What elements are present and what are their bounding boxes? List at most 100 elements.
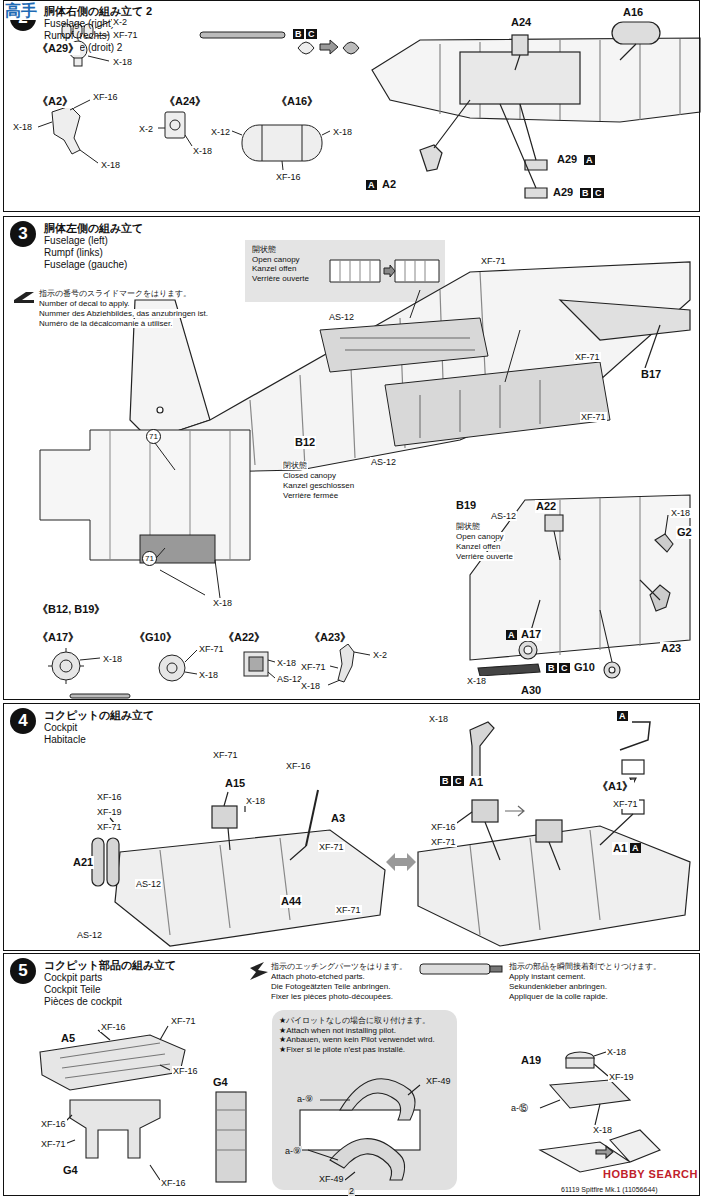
paint-code: XF-71 — [96, 822, 123, 832]
part-number: 《B12, B19》 — [36, 603, 106, 616]
paint-code: XF-71 — [300, 662, 327, 672]
paint-code: XF-16 — [160, 1178, 187, 1188]
cockpit-tub-left-shape — [115, 830, 385, 946]
note-text: Habitacle — [44, 734, 695, 746]
step-title: コクピットの組み立て — [44, 709, 695, 722]
part-tree-letter: B — [293, 29, 304, 39]
paint-code: XF-19 — [608, 1072, 635, 1082]
note-text: ★Anbauen, wenn kein Pilot verwendet wird… — [279, 1035, 452, 1045]
decal-note-icon-shape — [14, 292, 34, 303]
paint-code: AS-12 — [328, 312, 355, 322]
paint-code: Die Fotogeätzten Teile anbringen. — [270, 982, 392, 991]
step2-parts-shape — [200, 32, 285, 38]
part-number: B12 — [294, 436, 316, 449]
part-number: A15 — [224, 777, 246, 790]
cockpit-side-detail-shape — [528, 515, 668, 662]
note-text: Fuselage (right) 2 — [44, 18, 695, 30]
paint-code: XF-71 — [580, 412, 607, 422]
fuselage-right-half-shape — [440, 39, 680, 121]
pilot-harness-shape — [308, 1085, 420, 1180]
cockpit-side-detail — [470, 495, 690, 678]
part-tree-letter: C — [453, 776, 464, 786]
part-number: A16 — [622, 6, 644, 19]
note-text: Verrière ouverte — [252, 274, 440, 284]
paint-code: X-12 — [210, 127, 231, 137]
paint-code: X-18 — [592, 1125, 613, 1135]
step3-small-parts-shape — [268, 660, 275, 662]
fuselage-right-half-shape — [512, 35, 528, 55]
part-tree-letter: C — [306, 29, 317, 39]
paint-code: XF-71 — [198, 644, 225, 654]
step3-small-parts-shape — [48, 648, 84, 684]
seat-frame-shape — [216, 1092, 246, 1182]
decal-note-icon — [14, 292, 34, 303]
part-tree-letter: A — [630, 843, 641, 853]
step-title: 胴体左側の組み立て — [44, 222, 695, 235]
cockpit-tub-left-shape — [306, 790, 318, 846]
paint-code: X-18 — [428, 714, 449, 724]
step2-parts-shape — [170, 120, 180, 130]
watermark: HOBBY SEARCH — [602, 1168, 699, 1181]
open-canopy-inset: 開状態Open canopyKanzel offenVerrière ouver… — [246, 241, 446, 303]
part-number: 《A16》 — [275, 95, 319, 108]
paint-code: 閉状態 — [282, 461, 308, 470]
paint-code: AS-12 — [490, 511, 517, 521]
part-tree-letter: A — [617, 711, 628, 721]
paint-code: XF-19 — [96, 807, 123, 817]
paint-code: X-2 — [112, 17, 128, 27]
paint-code: XF-71 — [430, 837, 457, 847]
note-text: Cockpit — [44, 722, 695, 734]
cockpit-tub-left-shape — [160, 838, 290, 935]
canopy-rails-shape — [385, 362, 610, 446]
fuselage-right-half-shape — [372, 38, 700, 122]
cockpit-tub-left-shape — [110, 792, 306, 860]
part-number: 《A1》 — [596, 780, 634, 793]
cockpit-side-detail-shape — [560, 497, 640, 655]
step2-parts-shape — [320, 40, 338, 54]
step2-parts-shape — [302, 125, 303, 161]
paint-code: XF-16 — [285, 761, 312, 771]
part-tree-letter: B — [546, 663, 557, 673]
cockpit-tub-left-shape — [212, 806, 237, 828]
cockpit-tub-right-shape — [620, 722, 650, 750]
step-panel: 胴体右側の組み立て 2Fuselage (right) 2Rumpf (rech… — [3, 0, 700, 212]
part-number: A21 — [72, 856, 94, 869]
step5-right-parts-shape — [540, 1130, 660, 1172]
note-text: 開状態 — [252, 245, 440, 255]
step3-small-parts-shape — [167, 663, 177, 673]
fuselage-right-half-shape — [525, 160, 547, 198]
paint-code: XF-71 — [212, 750, 239, 760]
paint-code: X-18 — [102, 654, 123, 664]
part-number: A1 — [468, 776, 484, 789]
paint-code: XF-71 — [112, 30, 139, 40]
step3-small-parts-shape — [60, 660, 72, 672]
paint-code: X-18 — [12, 122, 33, 132]
step2-parts-shape — [232, 131, 242, 135]
paint-code: Number of decal to apply. — [38, 299, 131, 308]
seat-frame-shape — [60, 1043, 170, 1078]
step5-right-parts-shape — [540, 1052, 608, 1125]
paint-code: XF-71 — [318, 842, 345, 852]
step3-small-parts-shape — [159, 655, 185, 681]
fuselage-right-half-shape — [420, 145, 442, 171]
fuselage-right-half-shape — [434, 44, 636, 188]
text-column: コクピットの組み立てCockpitHabitacle — [44, 709, 695, 746]
cockpit-tub-left — [92, 790, 416, 946]
part-number: A30 — [520, 684, 542, 697]
fuselage-left-half-shape — [157, 407, 163, 413]
pilot-harness-shape — [340, 1079, 415, 1120]
paint-code: a-⑮ — [510, 1103, 529, 1113]
canopy-rails-shape — [340, 260, 425, 282]
watermark: 高手 — [4, 2, 38, 20]
note-text: Rumpf (links) — [44, 247, 695, 259]
cockpit-side-detail-shape — [609, 667, 615, 673]
paint-code: AS-12 — [76, 930, 103, 940]
step2-parts-shape — [52, 106, 80, 154]
cockpit-tub-left-shape — [107, 838, 119, 886]
glue-note-icon-shape — [490, 966, 502, 972]
pilot-harness — [300, 1079, 420, 1180]
part-number: G10 — [573, 661, 596, 674]
step3-small-parts-shape — [70, 694, 130, 698]
step3-small-parts-shape — [268, 672, 275, 678]
